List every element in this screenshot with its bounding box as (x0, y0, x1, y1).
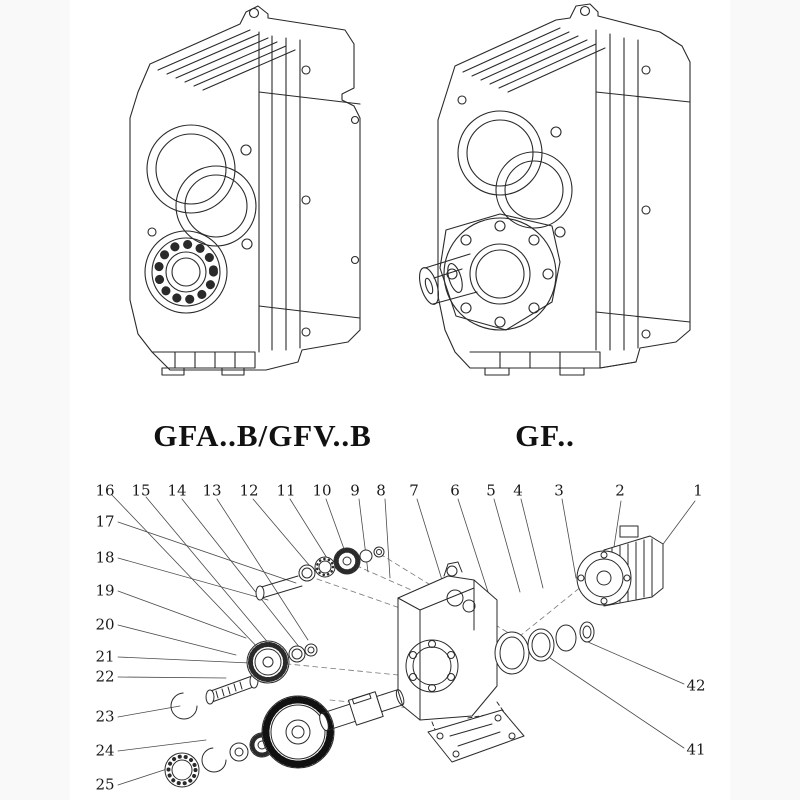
rings-and-shims (494, 621, 595, 675)
gasket-plate (427, 701, 525, 763)
output-flange (439, 213, 561, 331)
callout-13: 13 (202, 481, 222, 500)
gear-housing (397, 561, 498, 721)
leader-lines (111, 494, 696, 786)
callout-8: 8 (376, 481, 386, 500)
gearbox-drawing-gf (418, 3, 691, 376)
callout-25: 25 (95, 775, 115, 794)
callout-4: 4 (513, 481, 523, 500)
exploded-view (111, 494, 696, 788)
callout-20: 20 (95, 615, 115, 634)
lifting-eye-hole (579, 5, 591, 17)
callout-2: 2 (615, 481, 625, 500)
intermediate-gear-parts (170, 640, 318, 720)
callout-9: 9 (350, 481, 360, 500)
output-gear-parts (164, 689, 405, 788)
callout-22: 22 (95, 667, 115, 686)
output-shaft-exploded (319, 689, 405, 732)
callout-16: 16 (95, 481, 115, 500)
assembly-axis-lines (267, 553, 593, 711)
callout-17: 17 (95, 512, 115, 531)
callout-14: 14 (167, 481, 187, 500)
callout-21: 21 (95, 647, 115, 666)
callout-19: 19 (95, 581, 115, 600)
input-motor-unit (576, 525, 664, 607)
model-label-gf: GF.. (515, 418, 575, 453)
callout-11: 11 (276, 481, 296, 500)
callout-7: 7 (409, 481, 419, 500)
callout-6: 6 (450, 481, 460, 500)
cooling-fins (462, 27, 606, 93)
gearbox-drawing-gfab (129, 5, 361, 376)
callout-3: 3 (554, 481, 564, 500)
circlip (170, 692, 198, 720)
callout-24: 24 (95, 741, 115, 760)
callout-41: 41 (686, 740, 706, 759)
lifting-eye-hole (248, 7, 260, 19)
output-bearing (144, 230, 228, 314)
output-shaft (418, 253, 478, 305)
callout-5: 5 (486, 481, 496, 500)
cooling-fins (157, 29, 296, 91)
callout-12: 12 (239, 481, 259, 500)
callout-18: 18 (95, 548, 115, 567)
callout-10: 10 (312, 481, 332, 500)
callout-1: 1 (693, 481, 703, 500)
callout-42: 42 (686, 676, 706, 695)
callout-23: 23 (95, 707, 115, 726)
isometric-gearbox-drawings (129, 3, 691, 376)
input-shaft-parts (255, 546, 385, 601)
model-label-gfab: GFA..B/GFV..B (153, 418, 372, 453)
callout-15: 15 (131, 481, 151, 500)
